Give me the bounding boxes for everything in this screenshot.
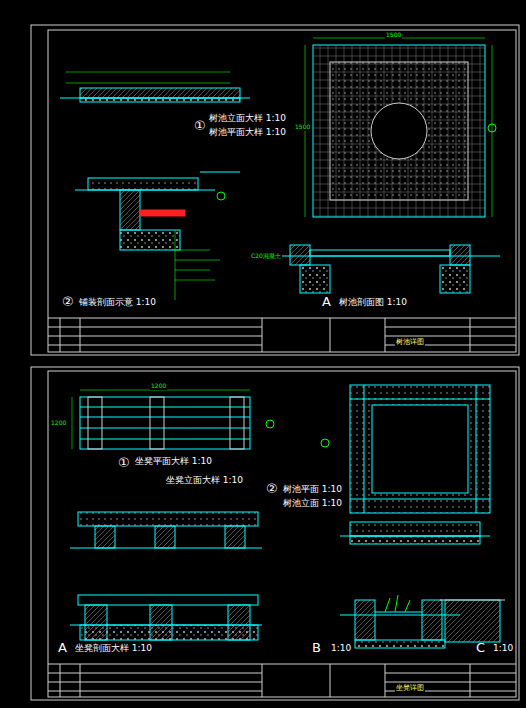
title-block-text: 坐凳详图 (395, 685, 425, 693)
view-title: 坐凳立面大样 1:10 (165, 476, 244, 486)
callout-number: ① (118, 456, 130, 470)
callout-number: ② (62, 295, 74, 309)
view-title: 坐凳平面大样 1:10 (134, 457, 213, 467)
title-block-text: 树池详图 (395, 339, 425, 347)
view-title: 坐凳剖面大样 1:10 (74, 644, 153, 654)
dimension: 1500 (294, 124, 311, 131)
callout-number: A (58, 641, 67, 655)
view-title: 1:10 (330, 644, 352, 654)
view-title: 树池平面大样 1:10 (208, 128, 287, 138)
note: C20混凝土 (250, 253, 282, 260)
view-title: 树池剖面图 1:10 (338, 298, 408, 308)
view-title: 铺装剖面示意 1:10 (78, 298, 157, 308)
dimension: 1200 (150, 383, 167, 390)
view-title: 树池平面 1:10 (282, 485, 343, 495)
callout-number: ② (266, 482, 278, 496)
callout-number: C (476, 641, 485, 655)
callout-number: ① (194, 119, 206, 133)
dimension: 1500 (385, 32, 402, 39)
callout-number: B (312, 641, 321, 655)
view-title: 1:10 (492, 644, 514, 654)
view-title: 树池立面大样 1:10 (208, 114, 287, 124)
view-title: 树池立面 1:10 (282, 499, 343, 509)
dimension: 1200 (50, 420, 67, 427)
callout-number: A (322, 295, 331, 309)
